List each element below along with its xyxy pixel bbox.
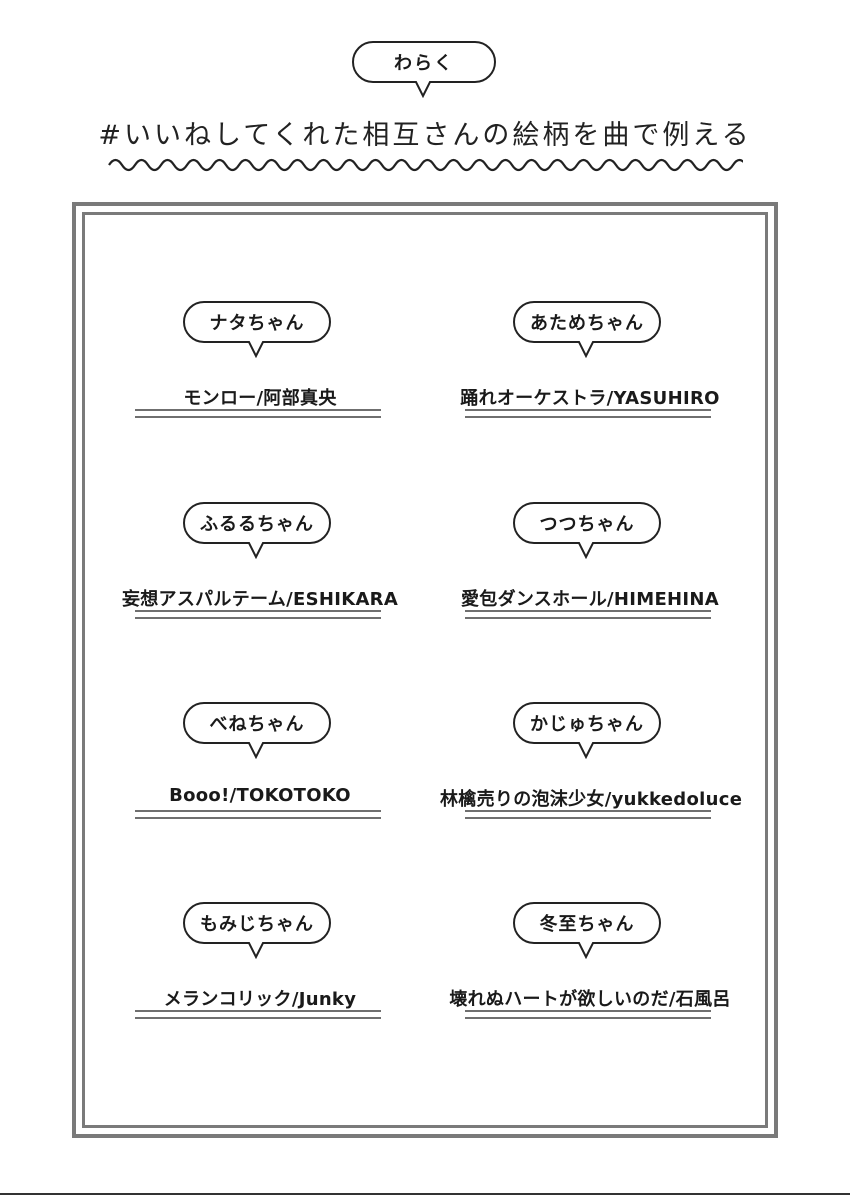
mutual-name: かじゅちゃん bbox=[530, 714, 644, 735]
speech-bubble-shape bbox=[183, 702, 331, 759]
song-title: メランコリック/Junky bbox=[163, 989, 357, 1010]
speech-bubble-shape bbox=[183, 301, 331, 358]
song-title: Booo!/TOKOTOKO bbox=[169, 785, 351, 806]
double-underline bbox=[465, 810, 711, 819]
entry-card: あためちゃん 踊れオーケストラ/YASUHIRO bbox=[440, 300, 740, 430]
entry-card: もみじちゃん メランコリック/Junky bbox=[110, 901, 410, 1031]
author-name: わらく bbox=[394, 53, 454, 74]
outer-frame bbox=[72, 202, 778, 1138]
mutual-name: ふるるちゃん bbox=[200, 514, 314, 535]
mutual-name: あためちゃん bbox=[530, 313, 644, 334]
entry-card: ナタちゃん モンロー/阿部真央 bbox=[110, 300, 410, 430]
double-underline bbox=[135, 409, 381, 418]
mutual-name: べねちゃん bbox=[209, 714, 305, 735]
name-bubble: もみじちゃん bbox=[182, 901, 332, 959]
speech-bubble-shape bbox=[183, 502, 331, 559]
hashtag-title: #いいねしてくれた相互さんの絵柄を曲で例える bbox=[98, 120, 752, 151]
wavy-divider bbox=[108, 158, 743, 172]
name-bubble: べねちゃん bbox=[182, 701, 332, 759]
mutual-name: ナタちゃん bbox=[209, 313, 305, 334]
entry-card: かじゅちゃん 林檎売りの泡沫少女/yukkedoluce bbox=[440, 701, 743, 831]
double-underline bbox=[135, 1010, 381, 1019]
page-bottom-rule bbox=[0, 1193, 850, 1195]
inner-frame bbox=[82, 212, 768, 1128]
song-title: 踊れオーケストラ/YASUHIRO bbox=[460, 388, 720, 409]
double-underline bbox=[465, 610, 711, 619]
double-underline bbox=[465, 1010, 711, 1019]
speech-bubble-shape bbox=[513, 301, 661, 358]
song-title: 愛包ダンスホール/HIMEHINA bbox=[460, 589, 720, 610]
mutual-name: つつちゃん bbox=[539, 514, 635, 535]
song-title: 妄想アスパルテーム/ESHIKARA bbox=[121, 589, 399, 610]
entry-card: ふるるちゃん 妄想アスパルテーム/ESHIKARA bbox=[110, 501, 410, 631]
name-bubble: つつちゃん bbox=[512, 501, 662, 559]
author-bubble: わらく bbox=[351, 40, 497, 98]
speech-bubble-shape bbox=[513, 702, 661, 759]
name-bubble: 冬至ちゃん bbox=[512, 901, 662, 959]
speech-bubble-shape bbox=[513, 502, 661, 559]
song-title: 林檎売りの泡沫少女/yukkedoluce bbox=[440, 789, 743, 810]
name-bubble: ナタちゃん bbox=[182, 300, 332, 358]
double-underline bbox=[135, 810, 381, 819]
entry-card: つつちゃん 愛包ダンスホール/HIMEHINA bbox=[440, 501, 740, 631]
name-bubble: ふるるちゃん bbox=[182, 501, 332, 559]
speech-bubble-shape bbox=[183, 902, 331, 959]
name-bubble: あためちゃん bbox=[512, 300, 662, 358]
mutual-name: 冬至ちゃん bbox=[539, 914, 635, 935]
double-underline bbox=[135, 610, 381, 619]
song-title: モンロー/阿部真央 bbox=[183, 388, 337, 409]
speech-bubble-shape bbox=[513, 902, 661, 959]
speech-bubble-shape bbox=[352, 41, 496, 98]
mutual-name: もみじちゃん bbox=[200, 914, 314, 935]
name-bubble: かじゅちゃん bbox=[512, 701, 662, 759]
entry-card: 冬至ちゃん 壊れぬハートが欲しいのだ/石風呂 bbox=[440, 901, 740, 1031]
double-underline bbox=[465, 409, 711, 418]
song-title: 壊れぬハートが欲しいのだ/石風呂 bbox=[449, 989, 731, 1010]
entry-card: べねちゃん Booo!/TOKOTOKO bbox=[110, 701, 410, 831]
